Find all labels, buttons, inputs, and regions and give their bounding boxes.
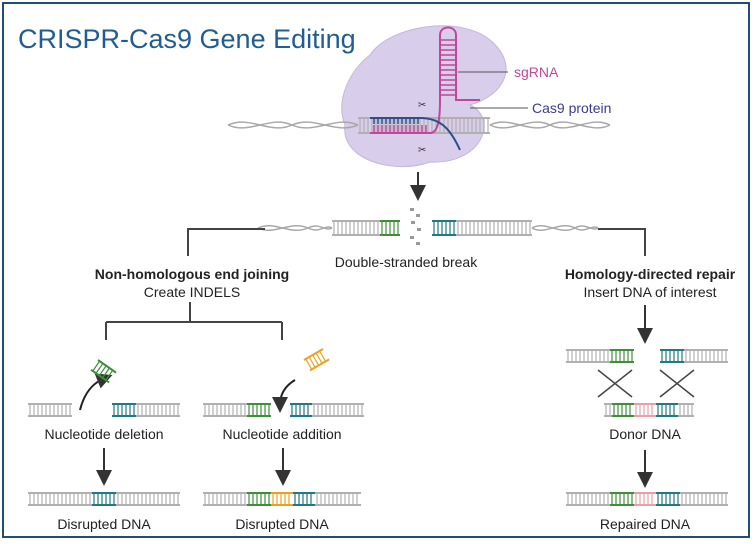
- donor-right-gray: [678, 403, 694, 417]
- mid-right-ladder: [456, 220, 532, 236]
- hdr-left-green: [610, 349, 634, 363]
- repaired-teal: [656, 492, 680, 506]
- top-dna-helix: [227, 121, 611, 129]
- sgrna-label: sgRNA: [514, 64, 559, 80]
- deletion-label: Nucleotide deletion: [44, 426, 164, 442]
- deletion-right-dna: [136, 403, 180, 417]
- hdr-right-dna: [684, 349, 728, 363]
- deletion-teal: [112, 403, 136, 417]
- addition-label: Nucleotide addition: [222, 426, 342, 442]
- repaired-right: [680, 492, 728, 506]
- disrupted2-left: [203, 492, 247, 506]
- deletion-left-dna: [28, 403, 72, 417]
- repaired-label: Repaired DNA: [599, 516, 691, 532]
- mid-left-green: [380, 220, 400, 236]
- repaired-green: [610, 492, 634, 506]
- donor-label: Donor DNA: [609, 426, 681, 442]
- scissors-icon-top: ✂: [418, 100, 426, 111]
- sgrna-hairpin: [370, 26, 480, 134]
- deleted-fragment: [90, 359, 117, 384]
- disrupted1-left: [28, 492, 92, 506]
- disrupted2-orange: [271, 492, 293, 506]
- hdr-left-dna: [566, 349, 610, 363]
- donor-pink: [634, 403, 656, 417]
- disrupted-label-2: Disrupted DNA: [235, 516, 329, 532]
- mid-right-teal: [432, 220, 456, 236]
- diagram-frame: [2, 2, 750, 538]
- nhej-branch: [105, 302, 283, 340]
- disrupted1-teal: [92, 492, 116, 506]
- break-fragments: [410, 208, 421, 245]
- hdr-subtitle: Insert DNA of interest: [583, 284, 717, 300]
- inserted-fragment: [303, 348, 330, 372]
- nhej-title: Non-homologous end joining: [94, 266, 290, 282]
- addition-green: [247, 403, 271, 417]
- deletion-curve-arrow: [79, 373, 113, 411]
- repaired-left: [566, 492, 610, 506]
- break-label: Double-stranded break: [334, 254, 478, 270]
- disrupted2-teal: [293, 492, 315, 506]
- addition-right-dna: [312, 403, 364, 417]
- mid-left-ladder: [332, 220, 380, 236]
- disrupted1-right: [116, 492, 180, 506]
- cas9-label: Cas9 protein: [532, 100, 612, 116]
- branch-right: [598, 228, 646, 256]
- crossover-lines: [597, 369, 695, 398]
- diagram-title: CRISPR-Cas9 Gene Editing: [18, 24, 356, 54]
- mid-helix-ends: [257, 225, 599, 231]
- addition-teal: [290, 403, 312, 417]
- hdr-right-teal: [660, 349, 684, 363]
- addition-left-dna: [203, 403, 247, 417]
- disrupted2-right: [315, 492, 361, 506]
- hdr-title: Homology-directed repair: [564, 266, 736, 282]
- donor-teal: [656, 403, 678, 417]
- donor-left-gray: [604, 403, 612, 417]
- nhej-subtitle: Create INDELS: [143, 284, 241, 300]
- branch-left: [187, 228, 265, 256]
- repaired-pink: [634, 492, 656, 506]
- disrupted2-green: [247, 492, 271, 506]
- addition-curve-arrow: [272, 379, 296, 413]
- disrupted-label-1: Disrupted DNA: [57, 516, 151, 532]
- scissors-icon-bottom: ✂: [418, 145, 426, 156]
- donor-green: [612, 403, 634, 417]
- target-strand: [370, 117, 461, 151]
